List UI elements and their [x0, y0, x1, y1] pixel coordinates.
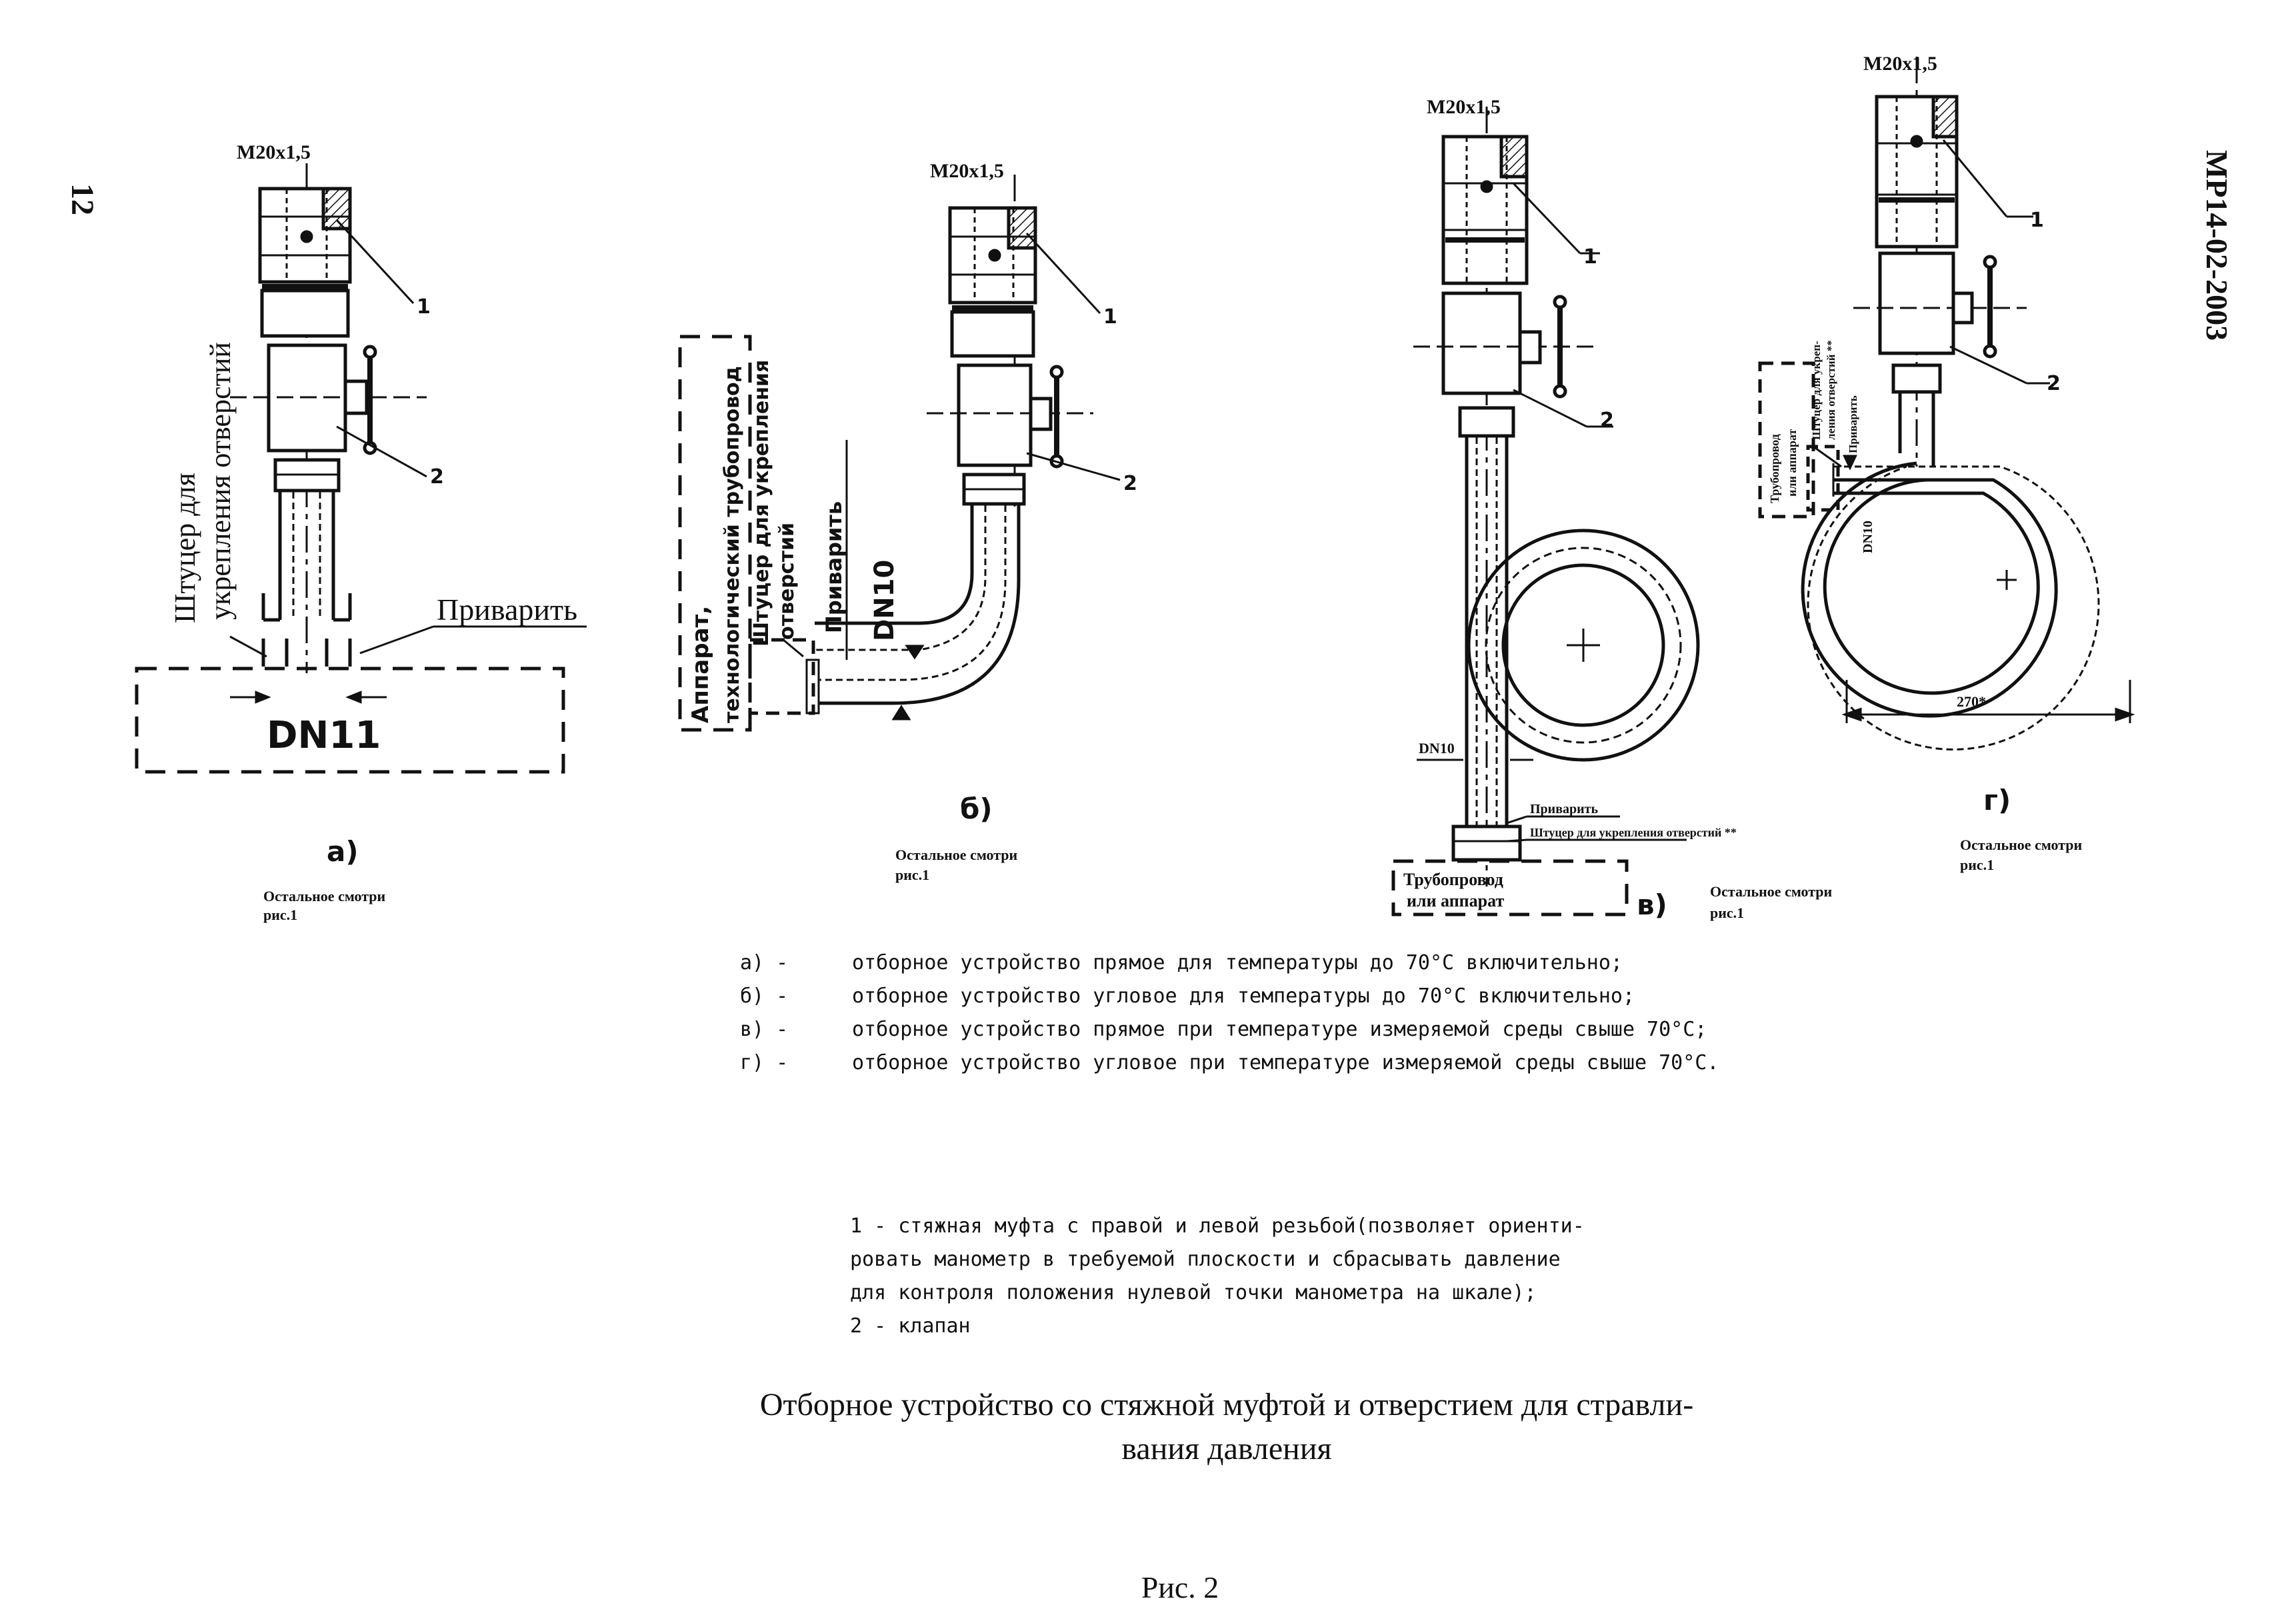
- fitting-label: Штуцер для: [169, 473, 201, 623]
- page-number: 12: [65, 183, 100, 215]
- fitting-label: отверстий: [775, 523, 799, 640]
- figure-g: [1758, 57, 2135, 751]
- figure-a: [135, 163, 587, 774]
- dn-label: DN10: [1861, 521, 1875, 553]
- see-ref-label: рис.1: [1710, 904, 1744, 921]
- legend-text: отборное устройство прямое при температу…: [852, 1018, 1707, 1041]
- caption-line: вания давления: [1121, 1431, 1332, 1466]
- pipeline-label: Трубопровод: [1768, 434, 1781, 503]
- fitting-label: ления отверстий **: [1825, 340, 1837, 440]
- see-rest-label: Остальное смотри: [1960, 836, 2083, 853]
- apparatus-label: Аппарат,: [687, 606, 714, 723]
- dn-label: DN10: [1419, 740, 1455, 757]
- legend-item: а) - отборное устройство прямое для темп…: [740, 946, 1807, 980]
- legend: а) - отборное устройство прямое для темп…: [740, 946, 1807, 1080]
- see-rest-label: Остальное смотри: [895, 846, 1018, 863]
- callout-1: 1: [417, 295, 431, 319]
- dn-label: DN10: [869, 560, 900, 641]
- note-line: для контроля положения нулевой точки ман…: [850, 1281, 1537, 1304]
- apparatus-label: технологический трубопровод: [721, 366, 744, 723]
- callout-2: 2: [430, 465, 444, 489]
- weld-label: Приварить: [437, 593, 577, 627]
- pipeline-label: или аппарат: [1785, 429, 1799, 497]
- dimension-label: 270*: [1957, 693, 1986, 710]
- thread-label: М20х1,5: [930, 160, 1004, 182]
- see-ref-label: рис.1: [895, 866, 929, 883]
- fitting-label: укрепления отверстий: [204, 342, 237, 620]
- figure-a-labels: М20х1,5 1 2 Штуцер для укрепления отверс…: [169, 141, 577, 923]
- thread-label: М20х1,5: [1863, 53, 1937, 75]
- figure-v-labels: М20х1,5 1 2 DN10 Приварить Штуцер для ук…: [1403, 96, 1833, 921]
- see-ref-label: рис.1: [263, 906, 297, 923]
- legend-item: г) - отборное устройство угловое при тем…: [740, 1046, 1807, 1080]
- weld-label: Приварить: [1530, 802, 1598, 816]
- legend-key: г) -: [740, 1051, 789, 1074]
- note-line: 2 - клапан: [850, 1314, 971, 1338]
- callout-1: 1: [2030, 209, 2044, 232]
- figure-g-labels: М20х1,5 1 2 Трубопровод или аппарат Штуц…: [1768, 53, 2083, 873]
- weld-label: Приварить: [821, 501, 847, 633]
- figure-caption: Отборное устройство со стяжной муфтой и …: [587, 1383, 1867, 1471]
- legend-item: б) - отборное устройство угловое для тем…: [740, 980, 1807, 1013]
- caption-line: Отборное устройство со стяжной муфтой и …: [759, 1387, 1694, 1422]
- legend-text: отборное устройство угловое при температ…: [852, 1051, 1719, 1074]
- callout-2: 2: [1600, 409, 1614, 432]
- figure-b-labels: М20х1,5 1 2 Аппарат, технологический тру…: [687, 160, 1137, 883]
- figure-number: Рис. 2: [1141, 1570, 1219, 1604]
- figure-letter: г): [1983, 784, 2011, 816]
- legend-key: а) -: [740, 951, 789, 974]
- figure-v: [1391, 107, 1700, 916]
- figure-letter: а): [327, 835, 359, 868]
- notes: 1 - стяжная муфта с правой и левой резьб…: [850, 1210, 1783, 1343]
- figure-letter: б): [960, 793, 993, 825]
- legend-text: отборное устройство угловое для температ…: [852, 984, 1635, 1008]
- callout-2: 2: [2047, 372, 2061, 395]
- thread-label: М20х1,5: [1427, 96, 1501, 118]
- note-line: ровать манометр в требуемой плоскости и …: [850, 1248, 1561, 1271]
- see-ref-label: рис.1: [1960, 856, 1994, 873]
- pipeline-label: Трубопровод: [1403, 870, 1503, 889]
- callout-1: 1: [1583, 245, 1597, 269]
- legend-text: отборное устройство прямое для температу…: [852, 951, 1623, 974]
- legend-key: в) -: [740, 1018, 789, 1041]
- fitting-label: Штуцер для укрепления отверстий **: [1530, 826, 1737, 839]
- see-rest-label: Остальное смотри: [263, 888, 386, 904]
- callout-2: 2: [1123, 472, 1137, 495]
- legend-key: б) -: [740, 984, 789, 1008]
- callout-1: 1: [1103, 305, 1117, 329]
- thread-label: М20х1,5: [237, 141, 311, 163]
- see-rest-label: Остальное смотри: [1710, 883, 1833, 900]
- document-code: МР14-02-2003: [2200, 150, 2234, 341]
- dn-label: DN11: [267, 714, 381, 757]
- note-line: 1 - стяжная муфта с правой и левой резьб…: [850, 1214, 1585, 1238]
- figure-b: [678, 175, 1121, 732]
- fitting-label: Штуцер для укрепления: [750, 360, 773, 647]
- weld-label: Приварить: [1847, 395, 1859, 453]
- fitting-label: Штуцер для укреп-: [1810, 341, 1823, 440]
- figure-letter: в): [1637, 888, 1667, 921]
- pipeline-label: или аппарат: [1407, 891, 1504, 910]
- legend-item: в) - отборное устройство прямое при темп…: [740, 1013, 1807, 1046]
